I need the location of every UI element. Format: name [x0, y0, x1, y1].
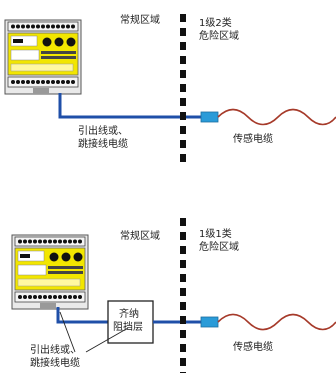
- top-connector: [200, 111, 219, 123]
- barrier-label-line2: 阻挡层: [113, 322, 143, 333]
- bottom-ordinary-zone-label: 常规区域: [120, 231, 160, 242]
- bottom-panel: [11, 218, 336, 373]
- lead-pointer-line-left: [59, 311, 76, 353]
- top-ordinary-zone-label: 常规区域: [120, 15, 160, 26]
- bottom-hazard-zone-class-label: 1级1类: [199, 229, 232, 240]
- top-hazard-zone-label: 危险区域: [199, 31, 239, 42]
- bottom-lead-wire-label-line1: 引出线或、: [30, 345, 80, 356]
- top-lead-wire-label-line2: 跳接线电缆: [78, 139, 128, 150]
- bottom-connector: [200, 316, 219, 328]
- top-lead-wire: [58, 93, 205, 119]
- lead-pointer-line-right: [85, 327, 129, 353]
- top-controller-unit: [4, 19, 82, 95]
- barrier-label-line1: 齐纳: [119, 309, 139, 320]
- bottom-lead-wire: [56, 307, 108, 324]
- bottom-sensor-cable: [217, 313, 336, 331]
- zener-barrier-box: [107, 300, 154, 344]
- bottom-lead-wire-label-line2: 跳接线电缆: [30, 358, 80, 369]
- bottom-controller-unit: [11, 234, 89, 310]
- top-sensor-cable: [217, 108, 336, 126]
- top-hazard-zone-class-label: 1级2类: [199, 18, 232, 29]
- bottom-sensor-cable-label: 传感电缆: [233, 342, 273, 353]
- top-lead-wire-label-line1: 引出线或、: [78, 126, 128, 137]
- bottom-hazard-zone-label: 危险区域: [199, 242, 239, 253]
- top-sensor-cable-label: 传感电缆: [233, 134, 273, 145]
- top-panel: [4, 14, 336, 162]
